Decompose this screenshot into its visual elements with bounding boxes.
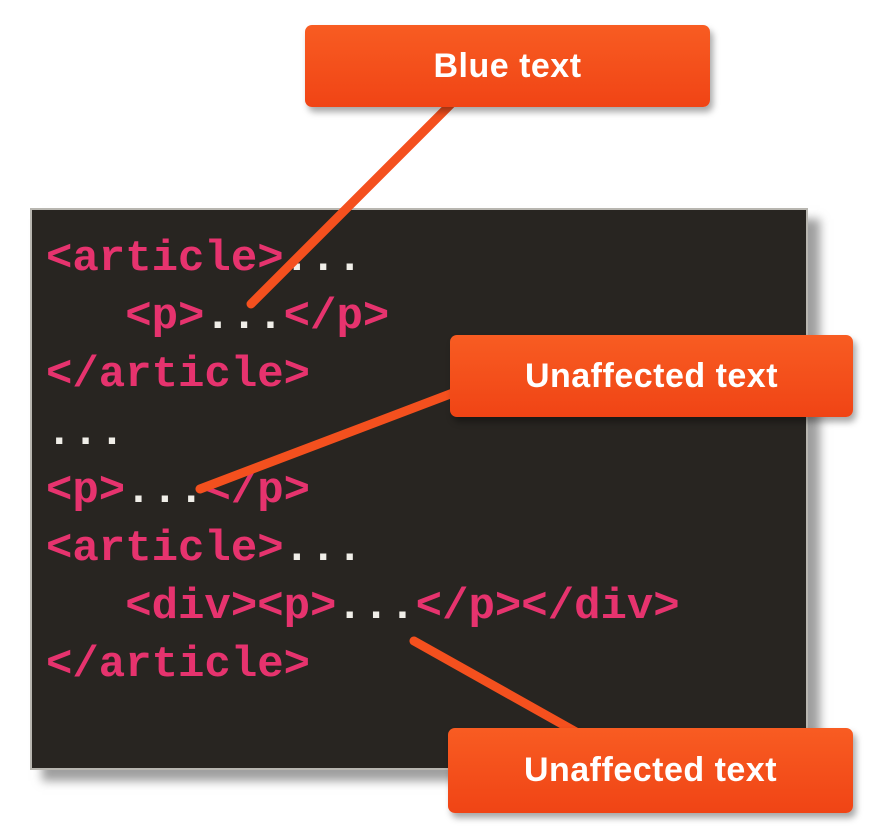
code-line: <div><p>...</p></div> [46, 578, 798, 636]
code-tag-text: </p></div> [415, 582, 680, 632]
code-tag-text: </p> [283, 292, 390, 342]
code-tag-text: </article> [46, 350, 311, 400]
code-tag-text: <div><p> [46, 582, 337, 632]
callout-unaffected-bottom-label: Unaffected text [523, 751, 778, 789]
code-block: <article>... <p>...</p></article>...<p>.… [30, 208, 808, 770]
code-ellipsis-text: ... [336, 582, 416, 632]
code-tag-text: <article> [46, 234, 284, 284]
callout-unaffected-bottom: Unaffected text [448, 728, 853, 813]
callout-blue-text-label: Blue text [433, 46, 582, 85]
code-tag-text: </article> [46, 640, 311, 690]
code-line: <article>... [46, 520, 798, 578]
callout-unaffected-middle: Unaffected text [450, 335, 853, 417]
code-tag-text: <p> [46, 292, 205, 342]
code-tag-text: <article> [46, 524, 284, 574]
code-ellipsis-text: ... [46, 408, 126, 458]
callout-unaffected-middle-label: Unaffected text [524, 356, 779, 395]
code-line: <p>...</p> [46, 462, 798, 520]
code-line: ... [46, 404, 798, 462]
code-ellipsis-text: ... [125, 466, 205, 516]
code-tag-text: </p> [204, 466, 311, 516]
code: <article>... <p>...</p></article>...<p>.… [32, 210, 806, 694]
code-ellipsis-text: ... [204, 292, 284, 342]
code-ellipsis-text: ... [283, 524, 363, 574]
callout-blue-text: Blue text [305, 25, 710, 107]
code-ellipsis-text: ... [283, 234, 363, 284]
code-line: </article> [46, 636, 798, 694]
code-line: <article>... [46, 230, 798, 288]
code-tag-text: <p> [46, 466, 126, 516]
